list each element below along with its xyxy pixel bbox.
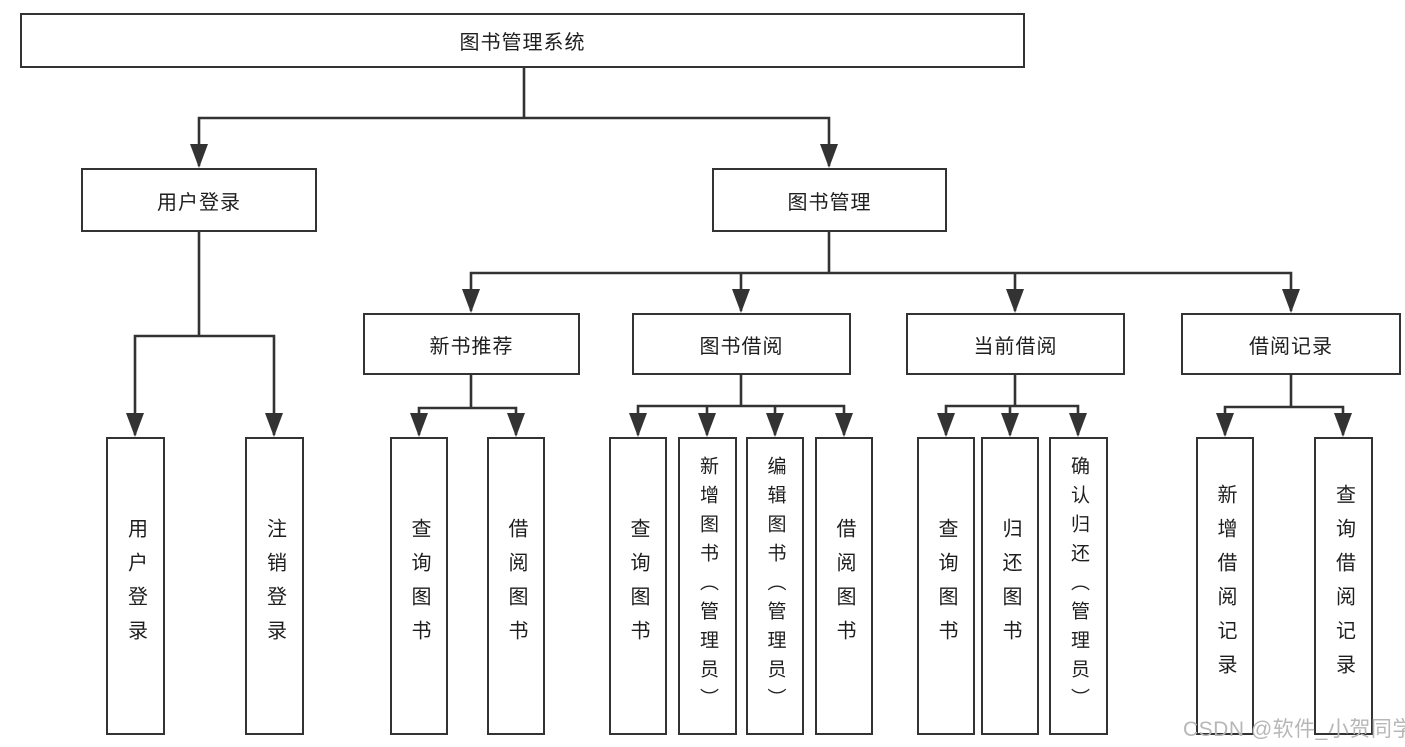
node-label: 图书管理系统 [459,32,586,54]
node-label: 确认归还（管理员） [1068,455,1089,717]
tree-edges [133,66,1345,435]
node-borrowing-records: 借阅记录 [1181,313,1401,375]
leaf-edit-book-admin: 编辑图书（管理员） [746,437,804,735]
node-label: 新增借阅记录 [1214,484,1236,688]
node-label: 当前借阅 [973,335,1058,358]
node-current-borrowing: 当前借阅 [906,313,1125,375]
node-label: 查询图书 [627,518,649,654]
node-label: 新增图书（管理员） [697,455,718,717]
node-library-management-system: 图书管理系统 [20,13,1025,68]
node-label: 查询图书 [935,518,957,654]
node-label: 查询图书 [408,518,430,654]
node-label: 图书借阅 [699,335,784,358]
leaf-query-books-borrowing: 查询图书 [609,437,667,735]
node-label: 借阅图书 [505,518,527,654]
leaf-add-book-admin: 新增图书（管理员） [678,437,737,735]
node-book-borrowing: 图书借阅 [632,313,851,375]
node-label: 查询借阅记录 [1332,484,1355,688]
node-new-book-recommendation: 新书推荐 [363,313,580,375]
leaf-query-borrow-record: 查询借阅记录 [1314,437,1373,735]
leaf-logout: 注销登录 [245,437,304,735]
node-label: 用户登录 [124,518,147,654]
arrowhead-icons [126,144,1352,437]
leaf-query-books-current: 查询图书 [917,437,975,735]
leaf-confirm-return-admin: 确认归还（管理员） [1049,437,1108,735]
node-user-login: 用户登录 [81,168,317,232]
node-label: 图书管理 [787,191,872,214]
node-label: 新书推荐 [429,335,514,358]
node-label: 归还图书 [999,518,1021,654]
node-label: 注销登录 [263,518,286,654]
leaf-borrow-books-recommend: 借阅图书 [487,437,545,735]
leaf-add-borrow-record: 新增借阅记录 [1196,437,1254,735]
leaf-return-books: 归还图书 [981,437,1039,735]
node-label: 编辑图书（管理员） [764,455,786,717]
node-book-management: 图书管理 [712,168,947,232]
node-label: 借阅记录 [1249,335,1333,358]
node-label: 借阅图书 [833,518,855,654]
leaf-borrow-books: 借阅图书 [815,437,873,735]
node-label: 用户登录 [157,191,241,214]
leaf-user-login: 用户登录 [106,437,165,735]
leaf-query-books-recommend: 查询图书 [390,437,448,735]
csdn-watermark: CSDN @软件_小贺同学 [1183,718,1405,741]
